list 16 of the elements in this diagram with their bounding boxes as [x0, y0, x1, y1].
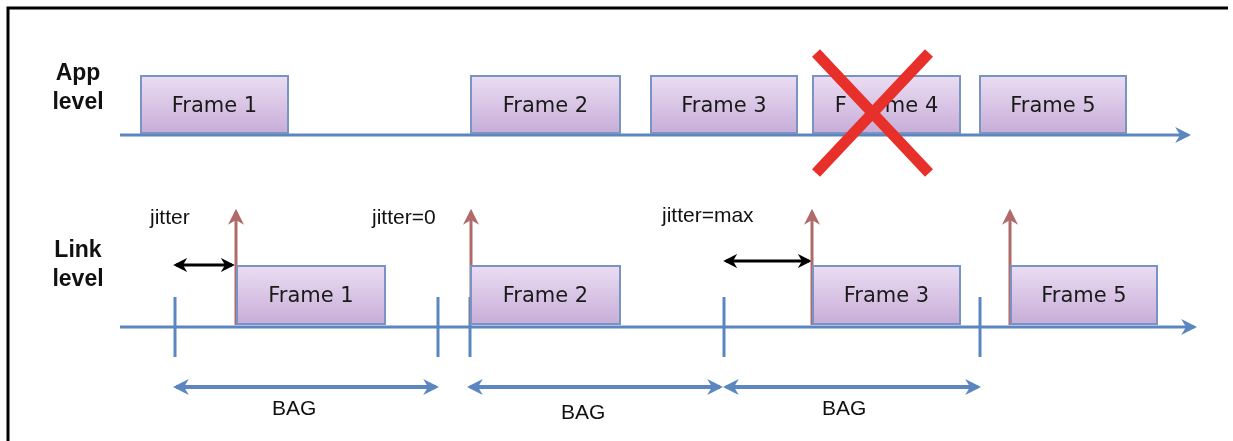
- frame-box: Frame 2: [470, 265, 621, 325]
- frame-box: Frame 1: [236, 265, 386, 325]
- bag-label: BAG: [272, 396, 317, 420]
- bag-label: BAG: [561, 400, 606, 424]
- frame-box: Frame 3: [812, 265, 961, 325]
- jitter-label: jitter: [150, 205, 190, 229]
- level-label: Link level: [51, 235, 105, 293]
- jitter-label: jitter=0: [372, 205, 436, 229]
- frame-box: Frame 2: [470, 75, 621, 134]
- frame-box: Frame 5: [1010, 265, 1158, 325]
- bag-label: BAG: [822, 396, 867, 420]
- level-label: App level: [51, 58, 105, 116]
- frame-box: Frame 3: [650, 75, 798, 134]
- jitter-label: jitter=max: [662, 203, 754, 227]
- frame-box: Frame 5: [979, 75, 1127, 134]
- frame-box: Frame 1: [140, 75, 289, 134]
